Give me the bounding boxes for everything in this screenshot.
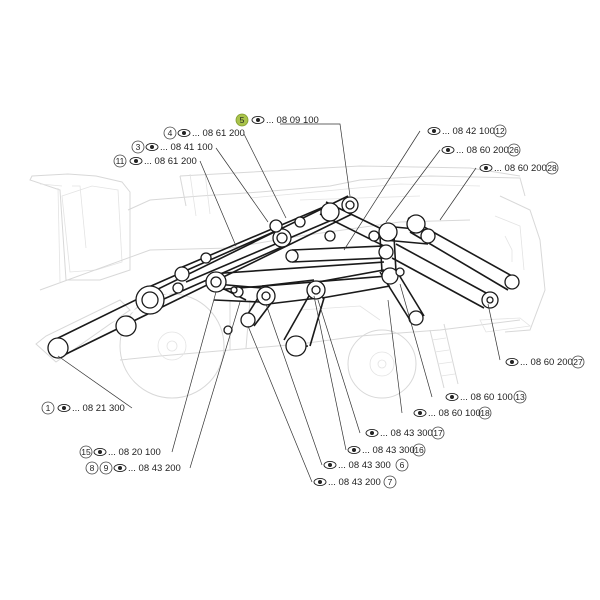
callout-number: 17 <box>433 428 443 438</box>
callout-part-code: ... 08 60 100 <box>460 392 513 403</box>
callout-part-code: ... 08 21 300 <box>72 403 125 414</box>
callout-17[interactable]: 17... 08 43 300 <box>365 426 445 440</box>
callout-number-badge <box>85 461 99 475</box>
callout-number: 1 <box>46 403 51 413</box>
callout-number-badge <box>478 406 492 420</box>
callout-number: 8 <box>90 463 95 473</box>
machine-outline <box>29 165 546 399</box>
callout-15[interactable]: 15 ... 08 20 100 <box>79 445 161 459</box>
callout-part-code: ... 08 43 200 <box>328 477 381 488</box>
callout-number-badge <box>395 458 409 472</box>
eye-icon[interactable] <box>427 126 441 136</box>
callout-number-badge <box>79 445 93 459</box>
eye-icon[interactable] <box>505 357 519 367</box>
eye-icon[interactable] <box>313 477 327 487</box>
callout-9[interactable]: 9 ... 08 43 200 <box>99 461 181 475</box>
eye-icon[interactable] <box>93 447 107 457</box>
eye-icon[interactable] <box>323 460 337 470</box>
callout-5[interactable]: 5 ... 08 09 100 <box>235 113 319 127</box>
callout-12[interactable]: 12... 08 42 100 <box>427 124 507 138</box>
callout-number-badge <box>545 161 559 175</box>
callout-number-badge <box>131 140 145 154</box>
callout-number: 4 <box>168 128 173 138</box>
eye-icon[interactable] <box>441 145 455 155</box>
callout-number-badge <box>99 461 113 475</box>
eye-icon[interactable] <box>145 142 159 152</box>
callout-part-code: ... 08 60 100 <box>428 408 481 419</box>
callout-number-badge <box>41 401 55 415</box>
eye-icon[interactable] <box>177 128 191 138</box>
callout-7[interactable]: 7 ... 08 43 200 <box>313 475 397 489</box>
callout-number: 18 <box>480 408 490 418</box>
eye-icon[interactable] <box>57 403 71 413</box>
eye-icon[interactable] <box>445 392 459 402</box>
callout-number: 28 <box>547 163 557 173</box>
callout-27[interactable]: 27... 08 60 200 <box>505 355 585 369</box>
callout-8[interactable]: 8 <box>85 461 99 475</box>
callout-number: 15 <box>81 447 91 457</box>
callout-number: 16 <box>414 445 424 455</box>
callout-part-code: ... 08 41 100 <box>160 142 213 153</box>
callout-part-code: ... 08 60 200 <box>520 357 573 368</box>
eye-icon[interactable] <box>413 408 427 418</box>
callout-number: 9 <box>104 463 109 473</box>
callout-number: 27 <box>573 357 583 367</box>
callout-28[interactable]: 28... 08 60 200 <box>479 161 559 175</box>
eye-icon[interactable] <box>129 156 143 166</box>
callout-number: 13 <box>515 392 525 402</box>
callout-number-badge <box>163 126 177 140</box>
callout-number: 26 <box>509 145 519 155</box>
callout-part-code: ... 08 60 200 <box>456 145 509 156</box>
callout-part-code: ... 08 60 200 <box>494 163 547 174</box>
eye-icon[interactable] <box>251 115 265 125</box>
callout-4[interactable]: 4 ... 08 61 200 <box>163 126 245 140</box>
callout-part-code: ... 08 43 200 <box>128 463 181 474</box>
pulleys <box>47 196 520 359</box>
eye-icon[interactable] <box>113 463 127 473</box>
eye-icon[interactable] <box>365 428 379 438</box>
callout-number-badge <box>235 113 249 127</box>
callout-part-code: ... 08 20 100 <box>108 447 161 458</box>
callout-part-code: ... 08 42 100 <box>442 126 495 137</box>
callout-number-badge <box>113 154 127 168</box>
eye-icon[interactable] <box>479 163 493 173</box>
callout-3[interactable]: 3 ... 08 41 100 <box>131 140 213 154</box>
leader-lines <box>57 123 501 483</box>
callout-number: 12 <box>495 126 505 136</box>
callout-11[interactable]: 11 ... 08 61 200 <box>113 154 197 168</box>
callout-1[interactable]: 1 ... 08 21 300 <box>41 401 125 415</box>
callout-part-code: ... 08 43 300 <box>338 460 391 471</box>
callout-number: 6 <box>400 460 405 470</box>
callout-6[interactable]: 6 ... 08 43 300 <box>323 458 409 472</box>
callout-number-badge <box>513 390 527 404</box>
callout-26[interactable]: 26... 08 60 200 <box>441 143 521 157</box>
callout-13[interactable]: 13... 08 60 100 <box>445 390 527 404</box>
eye-icon[interactable] <box>347 445 361 455</box>
callout-part-code: ... 08 09 100 <box>266 115 319 126</box>
callout-number: 7 <box>388 477 393 487</box>
callout-number: 11 <box>116 156 125 166</box>
callout-number-badge <box>493 124 507 138</box>
callout-number-badge <box>383 475 397 489</box>
callout-part-code: ... 08 61 200 <box>192 128 245 139</box>
callout-number-badge <box>431 426 445 440</box>
callout-number-badge <box>507 143 521 157</box>
callout-number-badge <box>571 355 585 369</box>
callout-part-code: ... 08 43 300 <box>362 445 415 456</box>
callout-16[interactable]: 16... 08 43 300 <box>347 443 426 457</box>
callout-18[interactable]: 18... 08 60 100 <box>413 406 492 420</box>
callout-number-badge <box>412 443 426 457</box>
callout-number: 3 <box>136 142 141 152</box>
callout-part-code: ... 08 43 300 <box>380 428 433 439</box>
callout-number: 5 <box>240 115 245 125</box>
callout-part-code: ... 08 61 200 <box>144 156 197 167</box>
